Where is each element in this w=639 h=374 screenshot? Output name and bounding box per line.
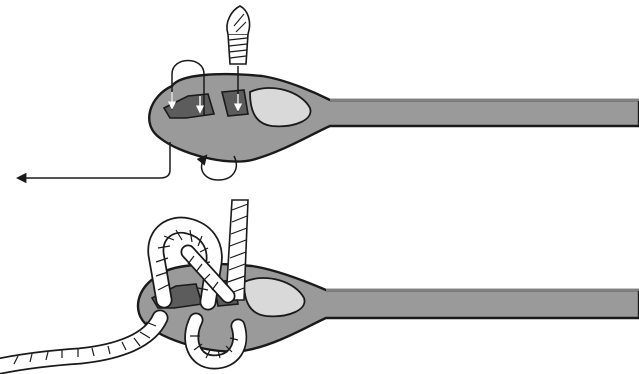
- threading-path: [15, 59, 243, 184]
- top-slot-right: [249, 87, 312, 128]
- rope-standing-part: [225, 199, 249, 301]
- bottom-slot-right: [243, 277, 306, 318]
- loop-arrow-icon: [196, 154, 238, 181]
- rope-tail: [0, 309, 169, 374]
- bottom-panel: [0, 199, 639, 374]
- rope-lower-loop: [184, 312, 248, 370]
- arrow-left-icon: [15, 142, 171, 184]
- rope-crossing-strand: [180, 244, 236, 304]
- top-rope-end: [226, 5, 251, 65]
- top-panel: [15, 5, 639, 184]
- top-tool-plate: [148, 72, 639, 163]
